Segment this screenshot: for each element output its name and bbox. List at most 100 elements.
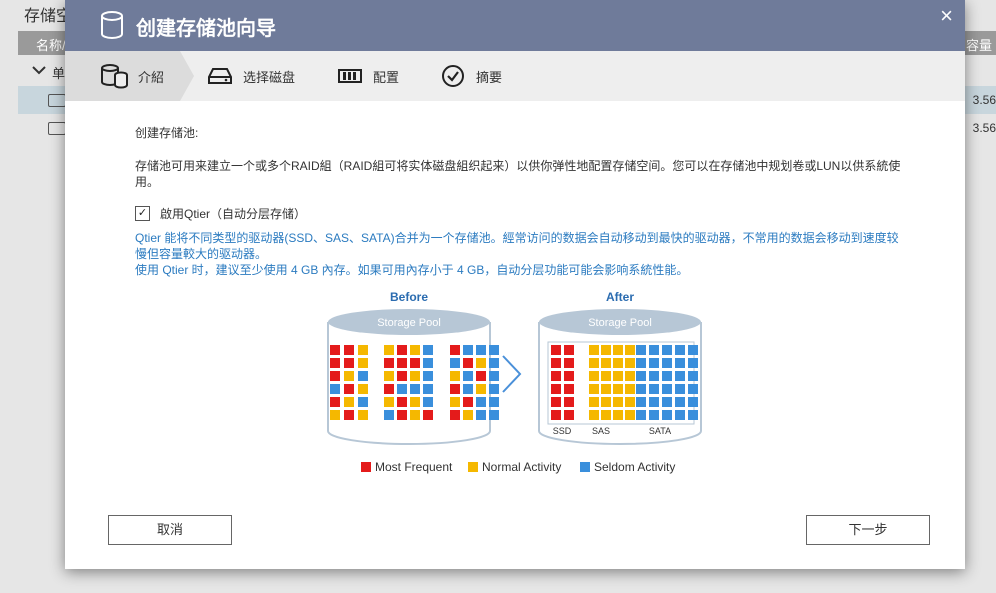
tier-label-ssd: SSD	[553, 426, 572, 436]
step-intro-label: 介紹	[138, 69, 165, 85]
qtier-info-line-1: Qtier 能将不同类型的驱动器(SSD、SAS、SATA)合并为一个存储池。經…	[135, 231, 899, 261]
storage-block	[410, 358, 420, 368]
storage-block	[613, 384, 623, 394]
storage-block	[675, 410, 685, 420]
next-button[interactable]: 下一步	[806, 515, 930, 545]
disk-icon	[48, 94, 66, 107]
bg-column-name[interactable]: 名称/	[36, 38, 66, 53]
storage-block	[688, 384, 698, 394]
storage-block	[450, 345, 460, 355]
storage-block	[410, 410, 420, 420]
storage-block	[489, 345, 499, 355]
step-select-disks[interactable]: 选择磁盘	[205, 51, 295, 101]
legend-swatch-most-frequent	[361, 462, 371, 472]
storage-block	[613, 410, 623, 420]
wizard-steps: 介紹 选择磁盘 配置	[65, 51, 965, 101]
storage-block	[601, 371, 611, 381]
storage-block	[410, 397, 420, 407]
storage-block	[688, 397, 698, 407]
tier-label-sas: SAS	[592, 426, 610, 436]
storage-block	[589, 410, 599, 420]
storage-block	[589, 358, 599, 368]
chevron-down-icon[interactable]	[32, 62, 46, 78]
storage-block	[410, 384, 420, 394]
storage-block	[601, 410, 611, 420]
storage-block	[397, 345, 407, 355]
storage-block	[625, 397, 635, 407]
qtier-checkbox[interactable]: ✓	[135, 206, 150, 221]
storage-block	[489, 397, 499, 407]
storage-block	[423, 410, 433, 420]
storage-block	[463, 371, 473, 381]
storage-block	[601, 358, 611, 368]
storage-block	[384, 358, 394, 368]
close-icon[interactable]: ×	[940, 3, 953, 28]
database-icon	[100, 11, 124, 44]
cancel-button[interactable]: 取消	[108, 515, 232, 545]
storage-block	[397, 358, 407, 368]
step-config-label: 配置	[373, 69, 400, 85]
storage-block	[589, 371, 599, 381]
storage-block	[551, 410, 561, 420]
qtier-checkbox-label[interactable]: 啟用Qtier（自动分层存储）	[160, 207, 307, 221]
legend-swatch-normal-activity	[468, 462, 478, 472]
storage-block	[589, 345, 599, 355]
after-blocks	[551, 345, 698, 420]
storage-block	[636, 345, 646, 355]
bg-column-capacity[interactable]: 容量	[965, 38, 992, 53]
bg-group-row[interactable]: 单	[18, 58, 996, 86]
storage-block	[601, 397, 611, 407]
storage-block	[551, 345, 561, 355]
storage-block	[423, 345, 433, 355]
storage-block	[450, 358, 460, 368]
before-cylinder: Storage Pool	[327, 309, 491, 445]
storage-block	[463, 345, 473, 355]
storage-block	[636, 384, 646, 394]
storage-block	[625, 358, 635, 368]
storage-block	[476, 371, 486, 381]
storage-block	[397, 397, 407, 407]
storage-block	[489, 358, 499, 368]
storage-block	[613, 345, 623, 355]
qtier-option[interactable]: ✓ 啟用Qtier（自动分层存储）	[135, 205, 905, 222]
storage-block	[688, 410, 698, 420]
storage-block	[384, 410, 394, 420]
storage-block	[675, 345, 685, 355]
storage-block	[636, 410, 646, 420]
storage-block	[476, 397, 486, 407]
storage-block	[688, 358, 698, 368]
storage-block	[601, 384, 611, 394]
storage-block	[358, 384, 368, 394]
storage-block	[344, 384, 354, 394]
storage-block	[463, 410, 473, 420]
storage-block	[450, 371, 460, 381]
step-summary[interactable]: 摘要	[438, 51, 502, 101]
storage-block	[358, 410, 368, 420]
storage-block	[688, 371, 698, 381]
storage-block	[625, 384, 635, 394]
content-description: 存储池可用来建立一个或多个RAID組（RAID組可将实体磁盘組织起来）以供你弹性…	[135, 159, 901, 189]
step-config[interactable]: 配置	[335, 51, 399, 101]
storage-block	[489, 410, 499, 420]
storage-block	[662, 384, 672, 394]
storage-block	[601, 345, 611, 355]
storage-block	[384, 384, 394, 394]
storage-block	[662, 358, 672, 368]
storage-block	[410, 371, 420, 381]
step-intro[interactable]: 介紹	[100, 51, 164, 101]
storage-block	[384, 397, 394, 407]
storage-block	[613, 358, 623, 368]
storage-block	[662, 410, 672, 420]
storage-block	[330, 384, 340, 394]
qtier-diagram: Before After Storage Pool Storage Pool S…	[327, 290, 702, 474]
step-summary-label: 摘要	[476, 69, 503, 85]
after-pool-label: Storage Pool	[588, 317, 652, 329]
storage-block	[463, 384, 473, 394]
storage-block	[423, 358, 433, 368]
storage-block	[675, 397, 685, 407]
storage-block	[330, 410, 340, 420]
storage-block	[344, 410, 354, 420]
storage-block	[551, 384, 561, 394]
storage-block	[564, 345, 574, 355]
bg-page-title: 存储空	[24, 8, 73, 25]
